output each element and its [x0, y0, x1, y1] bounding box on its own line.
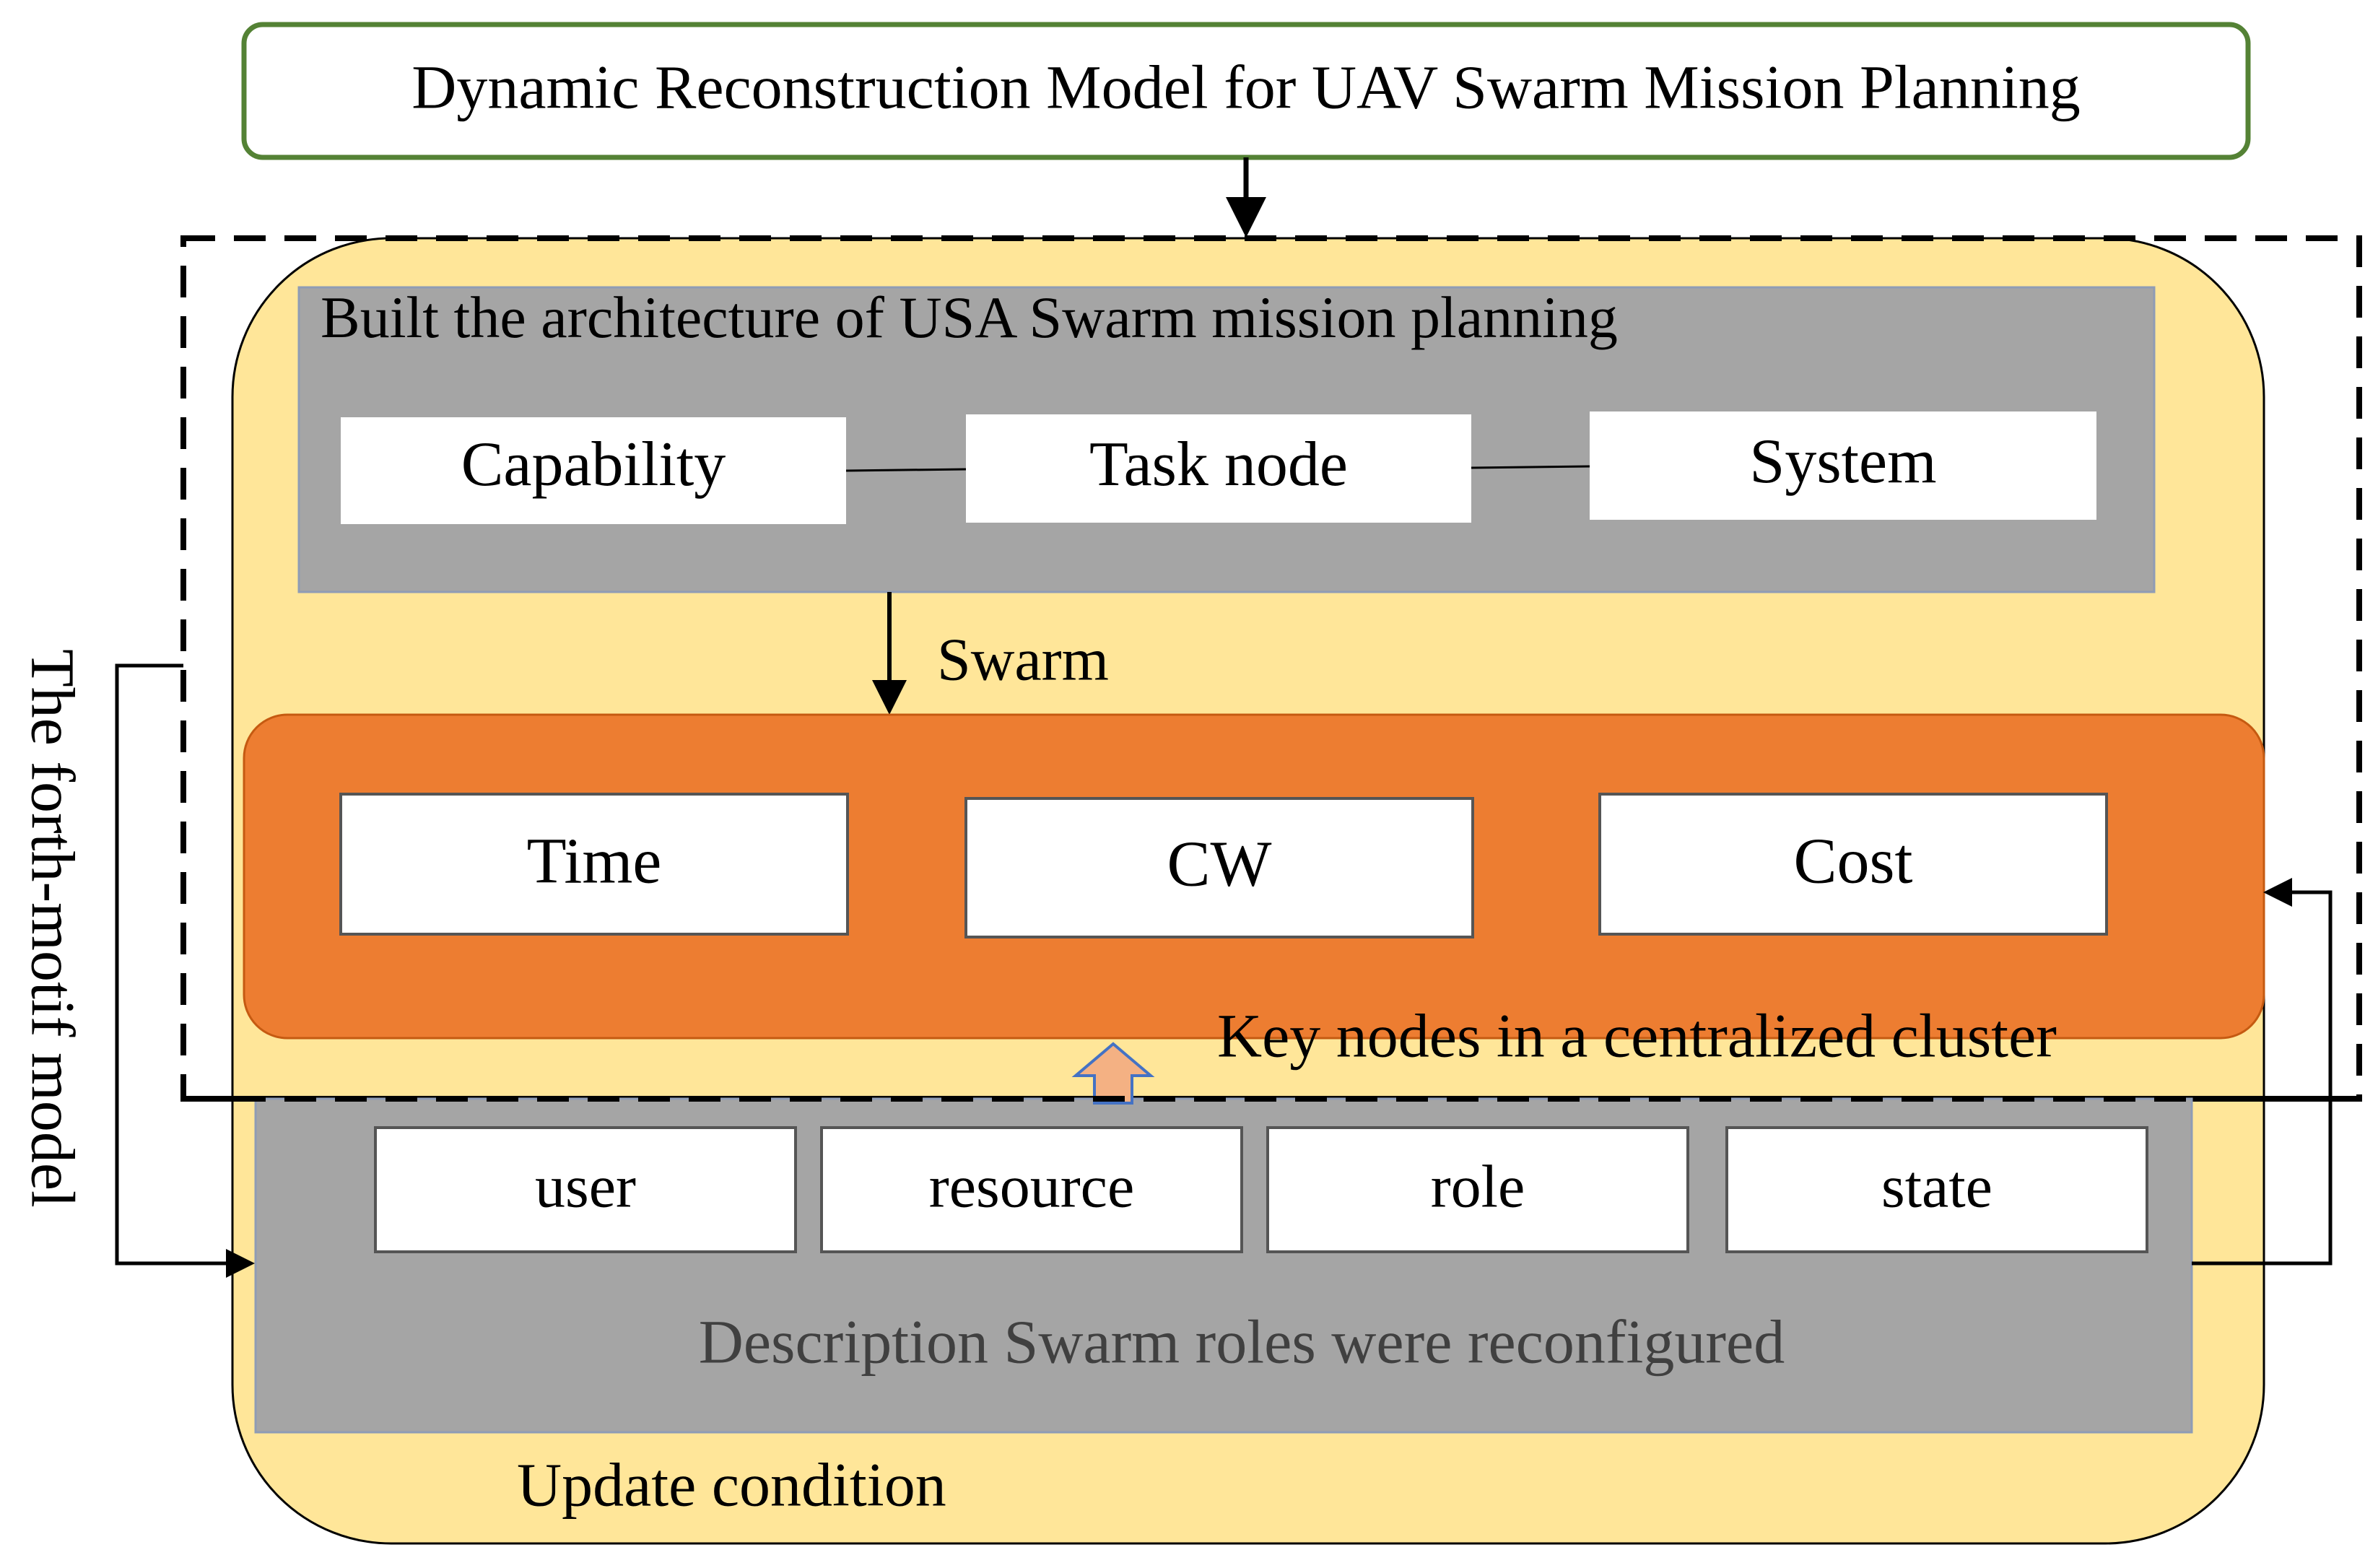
role-label: role	[1431, 1153, 1525, 1220]
task-system-link	[1471, 465, 1590, 469]
cw-label: CW	[1167, 829, 1272, 900]
right-feedback-arrow	[2192, 878, 2333, 1266]
time-node	[339, 793, 849, 936]
diagram-title: Dynamic Reconstruction Model for UAV Swa…	[411, 53, 2081, 122]
capability-node	[341, 417, 846, 524]
key-nodes-label: Key nodes in a centralized cluster	[1217, 1001, 2057, 1071]
cost-node	[1598, 793, 2108, 936]
side-label: The forth-motif model	[18, 649, 87, 1208]
swarm-label: Swarm	[937, 626, 1109, 693]
state-node	[1725, 1126, 2148, 1253]
state-label: state	[1881, 1153, 1992, 1220]
update-condition-label: Update condition	[517, 1450, 946, 1520]
capability-label: Capability	[461, 430, 726, 500]
capability-task-link	[845, 468, 967, 472]
cw-node	[964, 797, 1474, 938]
role-node	[1266, 1126, 1689, 1253]
resource-node	[820, 1126, 1243, 1253]
user-node	[374, 1126, 797, 1253]
reconfig-description: Description Swarm roles were reconfigure…	[699, 1307, 1785, 1377]
left-feedback-arrow	[115, 663, 255, 1278]
system-node	[1590, 411, 2096, 520]
cost-label: Cost	[1793, 826, 1912, 897]
task-node-label: Task node	[1089, 430, 1348, 500]
resource-label: resource	[929, 1153, 1134, 1220]
architecture-heading: Built the architecture of USA Swarm miss…	[321, 284, 1618, 350]
up-arrow-icon	[1071, 1042, 1155, 1105]
task-node	[966, 414, 1471, 523]
user-label: user	[535, 1153, 636, 1220]
system-label: System	[1749, 427, 1936, 497]
time-label: Time	[527, 826, 662, 897]
